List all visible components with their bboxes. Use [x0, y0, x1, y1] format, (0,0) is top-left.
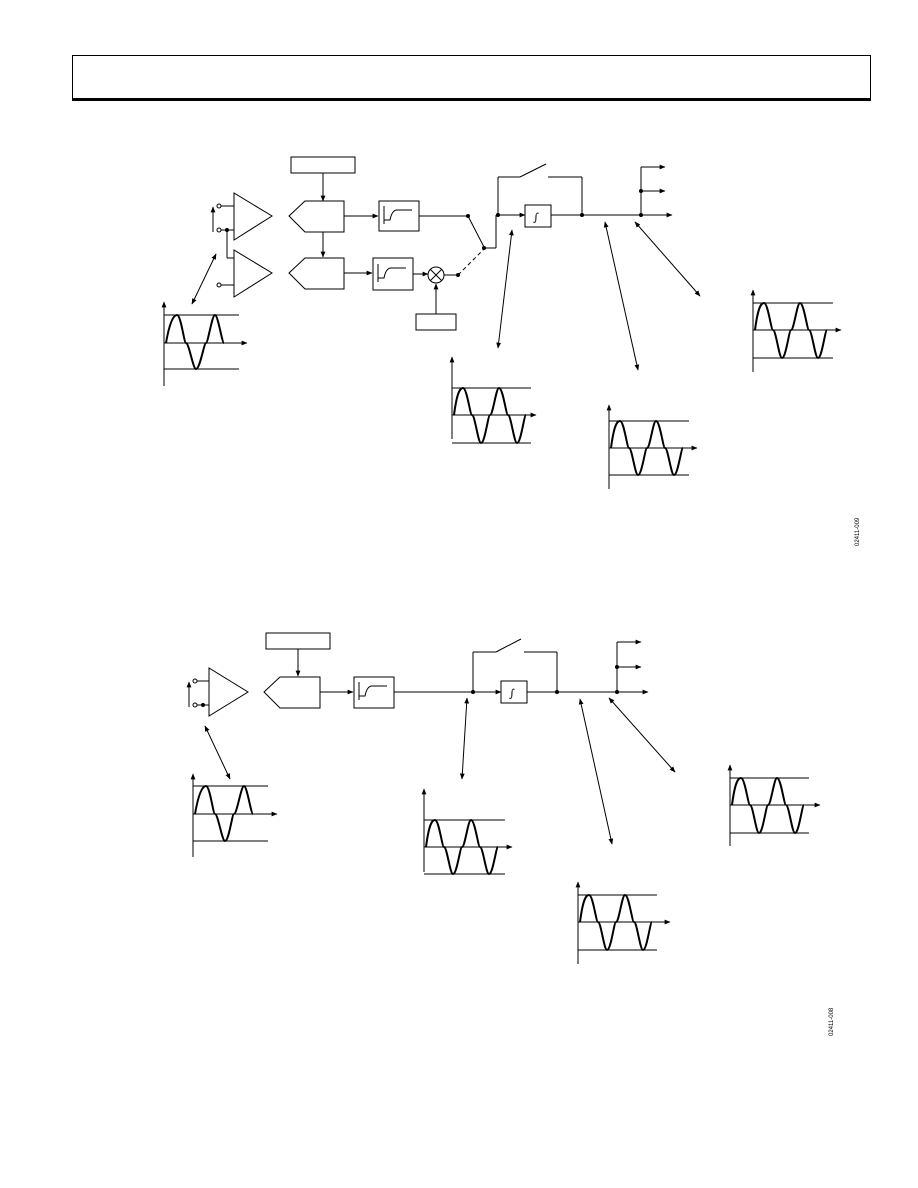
fig1-waveform-hpf-output [449, 356, 537, 445]
fig1-hpf-2 [372, 257, 414, 291]
figure-2-diagram: ∫ [186, 632, 821, 964]
fig1-adc-2 [288, 257, 345, 290]
fig1-reference-box [290, 156, 356, 174]
fig2-waveform-integrator-output [575, 881, 671, 964]
fig2-input-terminal [192, 702, 198, 708]
fig1-input-terminal [216, 282, 222, 288]
fig1-hpf-1 [378, 200, 420, 232]
svg-text:∫: ∫ [509, 687, 515, 700]
fig1-amplifier-1 [233, 192, 273, 241]
fig2-hpf [353, 676, 395, 709]
fig1-multiplier-ref-box [415, 313, 457, 331]
fig1-input-terminal [216, 203, 222, 209]
fig2-waveform-input [190, 773, 278, 857]
fig1-amplifier-2 [233, 249, 273, 298]
fig1-waveform-output [750, 289, 842, 372]
fig2-waveform-output [727, 764, 821, 846]
fig2-amplifier [208, 667, 249, 717]
page-header-box [72, 55, 871, 101]
fig1-adc-1 [288, 200, 345, 233]
fig1-waveform-integrator-output [606, 404, 698, 489]
fig1-waveform-input [161, 301, 248, 386]
fig1-input-terminal [216, 227, 222, 233]
fig2-adc [263, 676, 321, 709]
fig2-figure-id: 02411-008 [829, 1007, 835, 1036]
fig2-input-terminal [192, 678, 198, 684]
svg-text:∫: ∫ [533, 211, 539, 224]
fig2-waveform-hpf-output [421, 788, 513, 876]
figure-1-diagram: ∫ [161, 156, 842, 489]
fig2-reference-box [265, 632, 331, 650]
fig1-integrator [524, 204, 552, 228]
fig1-figure-id: 02411-009 [855, 517, 861, 546]
